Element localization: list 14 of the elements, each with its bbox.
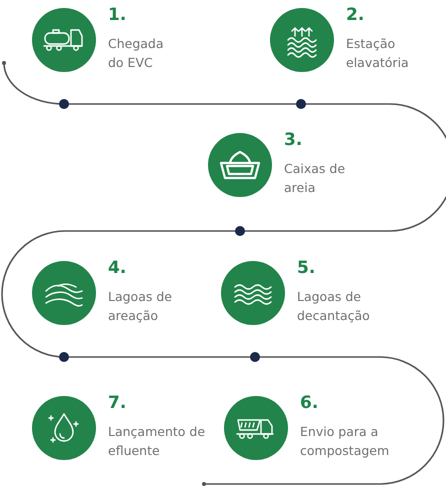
- step-label: Caixas de areia: [284, 160, 346, 197]
- step-label: Envio para a compostagem: [300, 423, 390, 460]
- step-number: 6.: [300, 392, 320, 414]
- step-number: 3.: [284, 129, 304, 151]
- step-number: 5.: [297, 257, 316, 279]
- step-label: Chegada do EVC: [108, 35, 165, 72]
- step-label: Estação elavatória: [346, 35, 410, 72]
- step-number: 1.: [108, 4, 128, 26]
- step-number: 2.: [346, 4, 366, 26]
- step-label: Lagoas de areação: [108, 288, 173, 325]
- step-label: Lançamento de efluente: [108, 423, 206, 460]
- step-number: 7.: [108, 392, 128, 414]
- step-number: 4.: [108, 257, 128, 279]
- step-label: Lagoas de decantação: [297, 288, 371, 325]
